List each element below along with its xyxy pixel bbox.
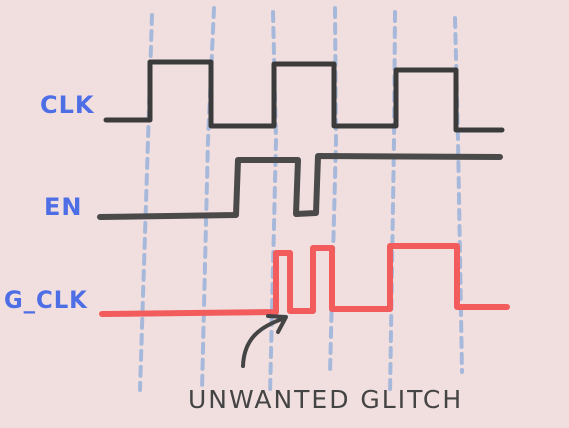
gridline-edge-2 <box>200 6 216 392</box>
curved-arrow-icon <box>241 314 288 368</box>
gridline-edge-6 <box>453 16 464 374</box>
clk-label: CLK <box>40 91 95 119</box>
clk-waveform <box>103 59 505 133</box>
en-label: EN <box>44 193 83 221</box>
glitch-annotation: UNWANTED GLITCH <box>188 385 464 414</box>
gridline-edge-1 <box>138 13 154 392</box>
gclk-waveform <box>99 243 510 317</box>
gclk-label: G_CLK <box>4 286 88 314</box>
en-waveform <box>97 153 503 220</box>
